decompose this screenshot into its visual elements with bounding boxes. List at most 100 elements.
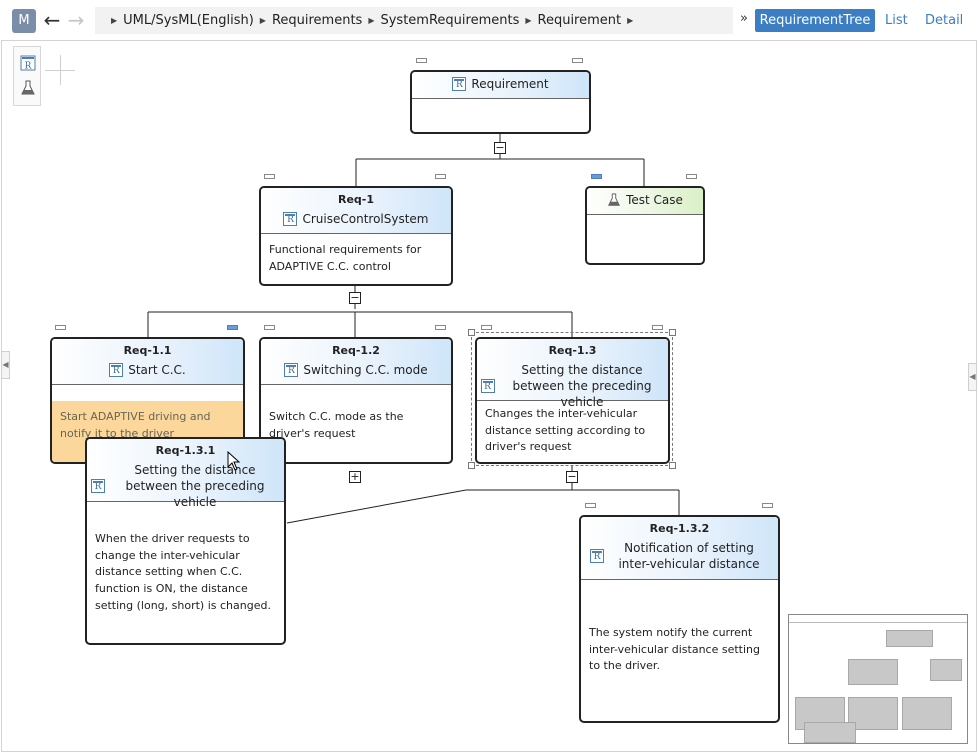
- minimap-node: [804, 722, 856, 743]
- connector-lines: [147, 134, 680, 524]
- collapse-toggle-icon[interactable]: −: [566, 470, 578, 483]
- chevron-right-icon[interactable]: ▶: [627, 16, 634, 25]
- node-id: Req-1.3.1: [155, 444, 216, 457]
- resize-handle[interactable]: [55, 325, 66, 330]
- breadcrumb: ▶ UML/SysML(English) ▶ Requirements ▶ Sy…: [95, 7, 733, 34]
- right-panel-toggle-icon[interactable]: ◀: [968, 363, 977, 391]
- node-title: Notification of setting inter-vehicular …: [618, 541, 760, 571]
- requirement-icon: R: [283, 212, 298, 226]
- chevron-right-icon: ▶: [111, 16, 118, 25]
- breadcrumb-item[interactable]: Requirements: [271, 13, 363, 28]
- node-header: Req-1.3.2 R Notification of setting inte…: [581, 517, 778, 580]
- node-req-1-3-2[interactable]: Req-1.3.2 R Notification of setting inte…: [579, 515, 780, 723]
- left-panel-toggle-icon[interactable]: ◀: [1, 351, 10, 379]
- node-title-row: R Setting the distance between the prece…: [87, 462, 284, 510]
- node-header: Test Case: [587, 188, 703, 215]
- chevron-right-icon: ▶: [368, 16, 375, 25]
- requirement-icon: R: [91, 479, 105, 493]
- element-palette: R: [13, 46, 41, 106]
- breadcrumb-item[interactable]: UML/SysML(English): [123, 13, 254, 28]
- chevron-right-icon: ▶: [525, 16, 532, 25]
- node-req-1-2[interactable]: Req-1.2 R Switching C.C. mode Switch C.C…: [259, 337, 453, 464]
- minimap-node: [848, 659, 898, 685]
- resize-handle[interactable]: [585, 503, 596, 508]
- toolbar: M ← → ▶ UML/SysML(English) ▶ Requirement…: [0, 0, 978, 40]
- node-title: Setting the distance between the precedi…: [125, 463, 265, 509]
- node-header: R Requirement: [412, 72, 589, 99]
- node-id: Req-1.3.2: [649, 522, 710, 535]
- resize-handle[interactable]: [435, 325, 446, 330]
- node-req-1[interactable]: Req-1 R CruiseControlSystem Functional r…: [259, 186, 453, 286]
- forward-arrow-icon[interactable]: →: [67, 8, 85, 32]
- resize-handle[interactable]: [227, 325, 238, 330]
- node-id: Req-1.3: [548, 344, 597, 357]
- node-header: Req-1.3.1 R Setting the distance between…: [87, 439, 284, 509]
- node-title: Setting the distance between the precedi…: [512, 363, 652, 409]
- test-case-icon: [607, 193, 621, 207]
- node-id: Req-1.2: [332, 344, 380, 357]
- selection-handle[interactable]: [468, 329, 475, 336]
- node-title-row: R Start C.C.: [52, 362, 243, 378]
- resize-handle[interactable]: [686, 174, 697, 179]
- node-spacer: [52, 385, 243, 401]
- node-body: When the driver requests to change the i…: [95, 532, 271, 612]
- node-title-row: R Notification of setting inter-vehicula…: [581, 540, 778, 572]
- chevron-right-icon: ▶: [259, 16, 266, 25]
- resize-handle[interactable]: [264, 174, 275, 179]
- node-title-row: R CruiseControlSystem: [261, 211, 451, 227]
- resize-handle[interactable]: [416, 58, 427, 63]
- selection-handle[interactable]: [669, 329, 676, 336]
- breadcrumb-item[interactable]: SystemRequirements: [380, 13, 520, 28]
- node-body: Changes the inter-vehicular distance set…: [485, 407, 646, 453]
- minimap-header: [789, 615, 967, 623]
- resize-handle[interactable]: [481, 325, 492, 330]
- node-title: CruiseControlSystem: [302, 212, 429, 226]
- node-req-1-3[interactable]: Req-1.3 R Setting the distance between t…: [475, 337, 670, 464]
- requirement-icon: R: [590, 549, 604, 563]
- requirement-icon: R: [452, 77, 467, 91]
- node-title: Test Case: [626, 193, 683, 207]
- node-title: Start C.C.: [128, 363, 186, 377]
- node-requirement[interactable]: R Requirement: [410, 70, 591, 134]
- resize-handle[interactable]: [652, 325, 663, 330]
- node-req-1-3-1[interactable]: Req-1.3.1 R Setting the distance between…: [85, 437, 286, 645]
- node-body: Switch C.C. mode as the driver's request: [269, 410, 404, 440]
- node-id: Req-1: [337, 193, 375, 206]
- node-title-row: R Switching C.C. mode: [261, 362, 451, 378]
- model-button[interactable]: M: [12, 9, 36, 33]
- svg-text:R: R: [25, 62, 32, 72]
- more-icon[interactable]: »: [740, 11, 748, 26]
- collapse-toggle-icon[interactable]: −: [349, 291, 361, 304]
- node-header: Req-1.3 R Setting the distance between t…: [477, 339, 668, 409]
- crosshair: [60, 55, 61, 85]
- minimap[interactable]: [788, 614, 968, 744]
- mouse-cursor-icon: [227, 450, 241, 471]
- node-title: Switching C.C. mode: [303, 363, 428, 377]
- resize-handle[interactable]: [435, 174, 446, 179]
- breadcrumb-item[interactable]: Requirement: [537, 13, 622, 28]
- requirement-icon[interactable]: R: [20, 55, 36, 72]
- node-body: Functional requirements for ADAPTIVE C.C…: [269, 243, 422, 273]
- resize-handle[interactable]: [762, 503, 773, 508]
- back-arrow-icon[interactable]: ←: [43, 8, 61, 32]
- tab-detail[interactable]: Detail: [925, 13, 964, 28]
- resize-handle[interactable]: [264, 325, 275, 330]
- expand-toggle-icon[interactable]: +: [349, 470, 361, 483]
- node-id: Req-1.1: [123, 344, 172, 357]
- selection-handle[interactable]: [669, 462, 676, 469]
- collapse-toggle-icon[interactable]: −: [494, 141, 506, 154]
- selection-handle[interactable]: [468, 462, 475, 469]
- minimap-node: [886, 630, 933, 647]
- node-title-row: R Requirement: [412, 76, 589, 92]
- node-title-row: Test Case: [587, 192, 703, 208]
- minimap-node: [848, 697, 898, 730]
- test-case-icon[interactable]: [20, 80, 36, 96]
- diagram-canvas[interactable]: R ◀ ◀ R Requ: [1, 40, 977, 752]
- tab-requirement-tree[interactable]: RequirementTree: [755, 9, 875, 32]
- node-body: The system notify the current inter-vehi…: [589, 626, 760, 672]
- resize-handle[interactable]: [572, 58, 583, 63]
- node-test-case[interactable]: Test Case: [585, 186, 705, 265]
- selection-box: [471, 332, 673, 466]
- resize-handle[interactable]: [591, 174, 602, 179]
- tab-list[interactable]: List: [885, 13, 908, 28]
